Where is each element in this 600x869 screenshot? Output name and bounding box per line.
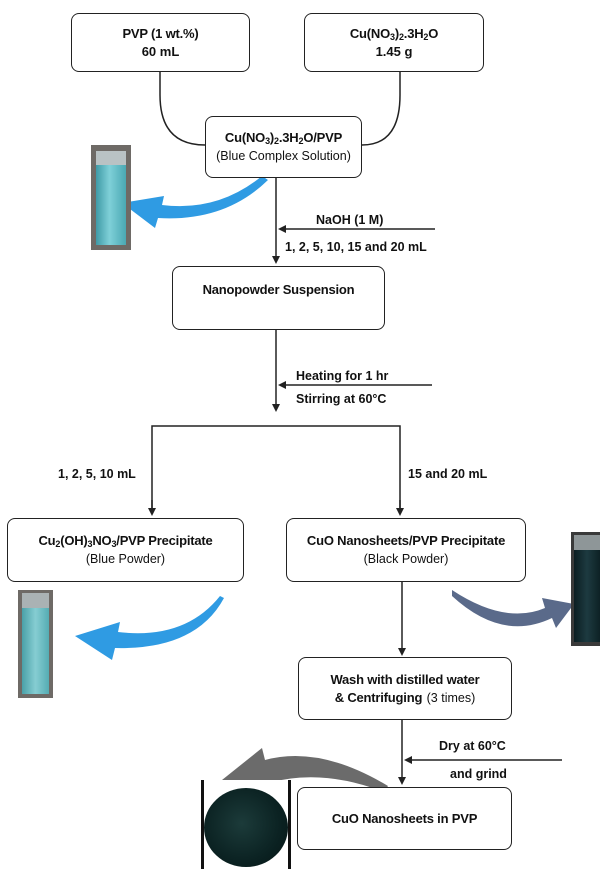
cuo-precipitate-title: CuO Nanosheets/PVP Precipitate [306,533,506,548]
blue-complex-box: Cu(NO3)2.3H2O/PVP (Blue Complex Solution… [205,116,362,178]
pvp-to-complex-line [159,72,206,146]
pvp-line2: 60 mL [141,43,180,59]
cuo-precipitate-box: CuO Nanosheets/PVP Precipitate (Black Po… [286,518,526,582]
wash-centrifuge-box: Wash with distilled water & Centrifuging… [298,657,512,720]
heating-label: Heating for 1 hr [296,369,389,383]
photo-edge-left [201,780,204,869]
split-line [151,425,401,510]
blue-powder-liquid [22,608,49,694]
blue-solution-liquid [96,151,126,245]
blue-solution-curved-arrow [122,176,268,228]
suspension-title: Nanopowder Suspension [202,282,355,297]
copper-nitrate-formula: Cu(NO3)2.3H2O [349,25,439,42]
black-powder-vial-image [571,532,600,646]
stirring-label: Stirring at 60°C [296,392,387,406]
final-product-title: CuO Nanosheets in PVP [331,810,478,826]
copper-nitrate-box: Cu(NO3)2.3H2O 1.45 g [304,13,484,72]
dry-label: Dry at 60°C [439,739,506,753]
blue-solution-vial-image [91,145,131,250]
pvp-line1: PVP (1 wt.%) [122,25,199,41]
blue-powder-curved-arrow [75,596,224,660]
black-powder-curved-arrow [452,590,574,628]
wash-line2: & Centrifuging (3 times) [334,689,476,705]
nanopowder-suspension-box: Nanopowder Suspension [172,266,385,330]
vial-cap [22,593,49,608]
photo-edge-right [288,780,291,869]
wash-line1: Wash with distilled water [330,671,480,687]
blue-powder-vial-image [18,590,53,698]
cu-to-complex-line [361,72,401,146]
cuo-powder-image [201,780,291,869]
hydroxynitrate-description: (Blue Powder) [85,552,166,566]
hydroxynitrate-formula: Cu2(OH)3NO3/PVP Precipitate [38,533,213,549]
right-branch-label: 15 and 20 mL [408,467,488,481]
complex-description: (Blue Complex Solution) [216,149,351,163]
black-powder-liquid [574,550,600,642]
final-product-box: CuO Nanosheets in PVP [297,787,512,850]
left-branch-label: 1, 2, 5, 10 mL [58,467,136,481]
grind-label: and grind [450,767,507,781]
complex-formula: Cu(NO3)2.3H2O/PVP [224,130,343,146]
vial-cap [574,535,600,550]
naoh-amounts-label: 1, 2, 5, 10, 15 and 20 mL [285,240,427,254]
cuo-precipitate-description: (Black Powder) [363,552,449,566]
vial-cap [96,151,126,165]
pvp-box: PVP (1 wt.%) 60 mL [71,13,250,72]
copper-nitrate-mass: 1.45 g [375,43,413,59]
naoh-label: NaOH (1 M) [316,213,384,227]
cuo-powder-pile [204,788,288,867]
copper-hydroxynitrate-box: Cu2(OH)3NO3/PVP Precipitate (Blue Powder… [7,518,244,582]
